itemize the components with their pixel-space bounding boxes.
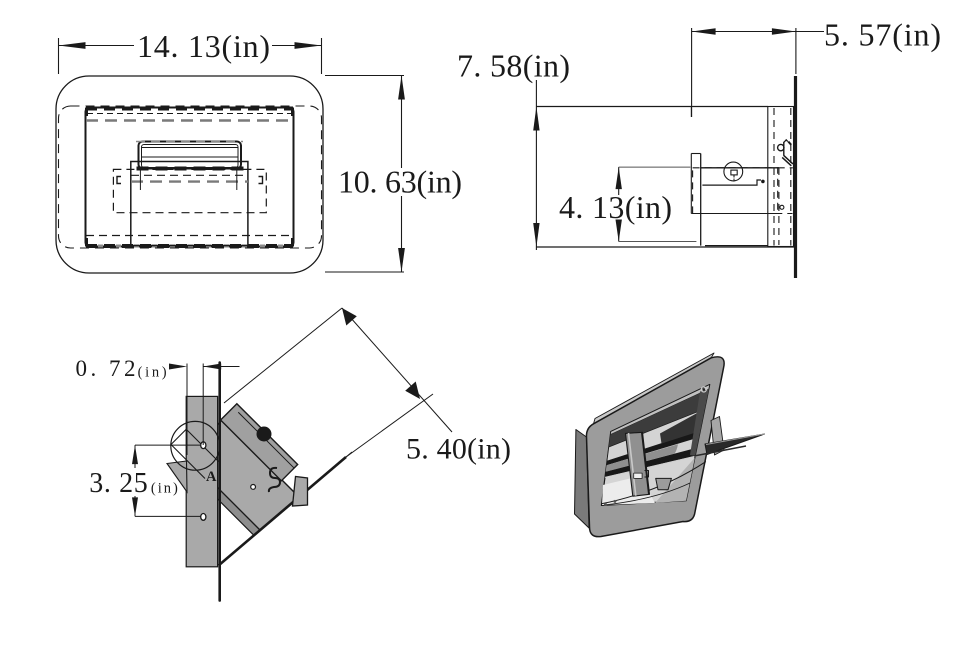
svg-text:10. 63(in): 10. 63(in)	[338, 164, 462, 200]
svg-text:0. 72: 0. 72	[76, 356, 136, 381]
svg-text:14. 13(in): 14. 13(in)	[137, 28, 270, 64]
svg-text:4. 13(in): 4. 13(in)	[559, 189, 672, 225]
svg-text:(in): (in)	[138, 365, 167, 381]
svg-text:A: A	[206, 469, 217, 485]
svg-text:5. 57(in): 5. 57(in)	[824, 17, 941, 53]
svg-text:5. 40(in): 5. 40(in)	[406, 433, 511, 466]
svg-text:(in): (in)	[151, 481, 178, 497]
svg-text:3. 25: 3. 25	[89, 468, 148, 499]
svg-text:7. 58(in): 7. 58(in)	[457, 48, 570, 84]
